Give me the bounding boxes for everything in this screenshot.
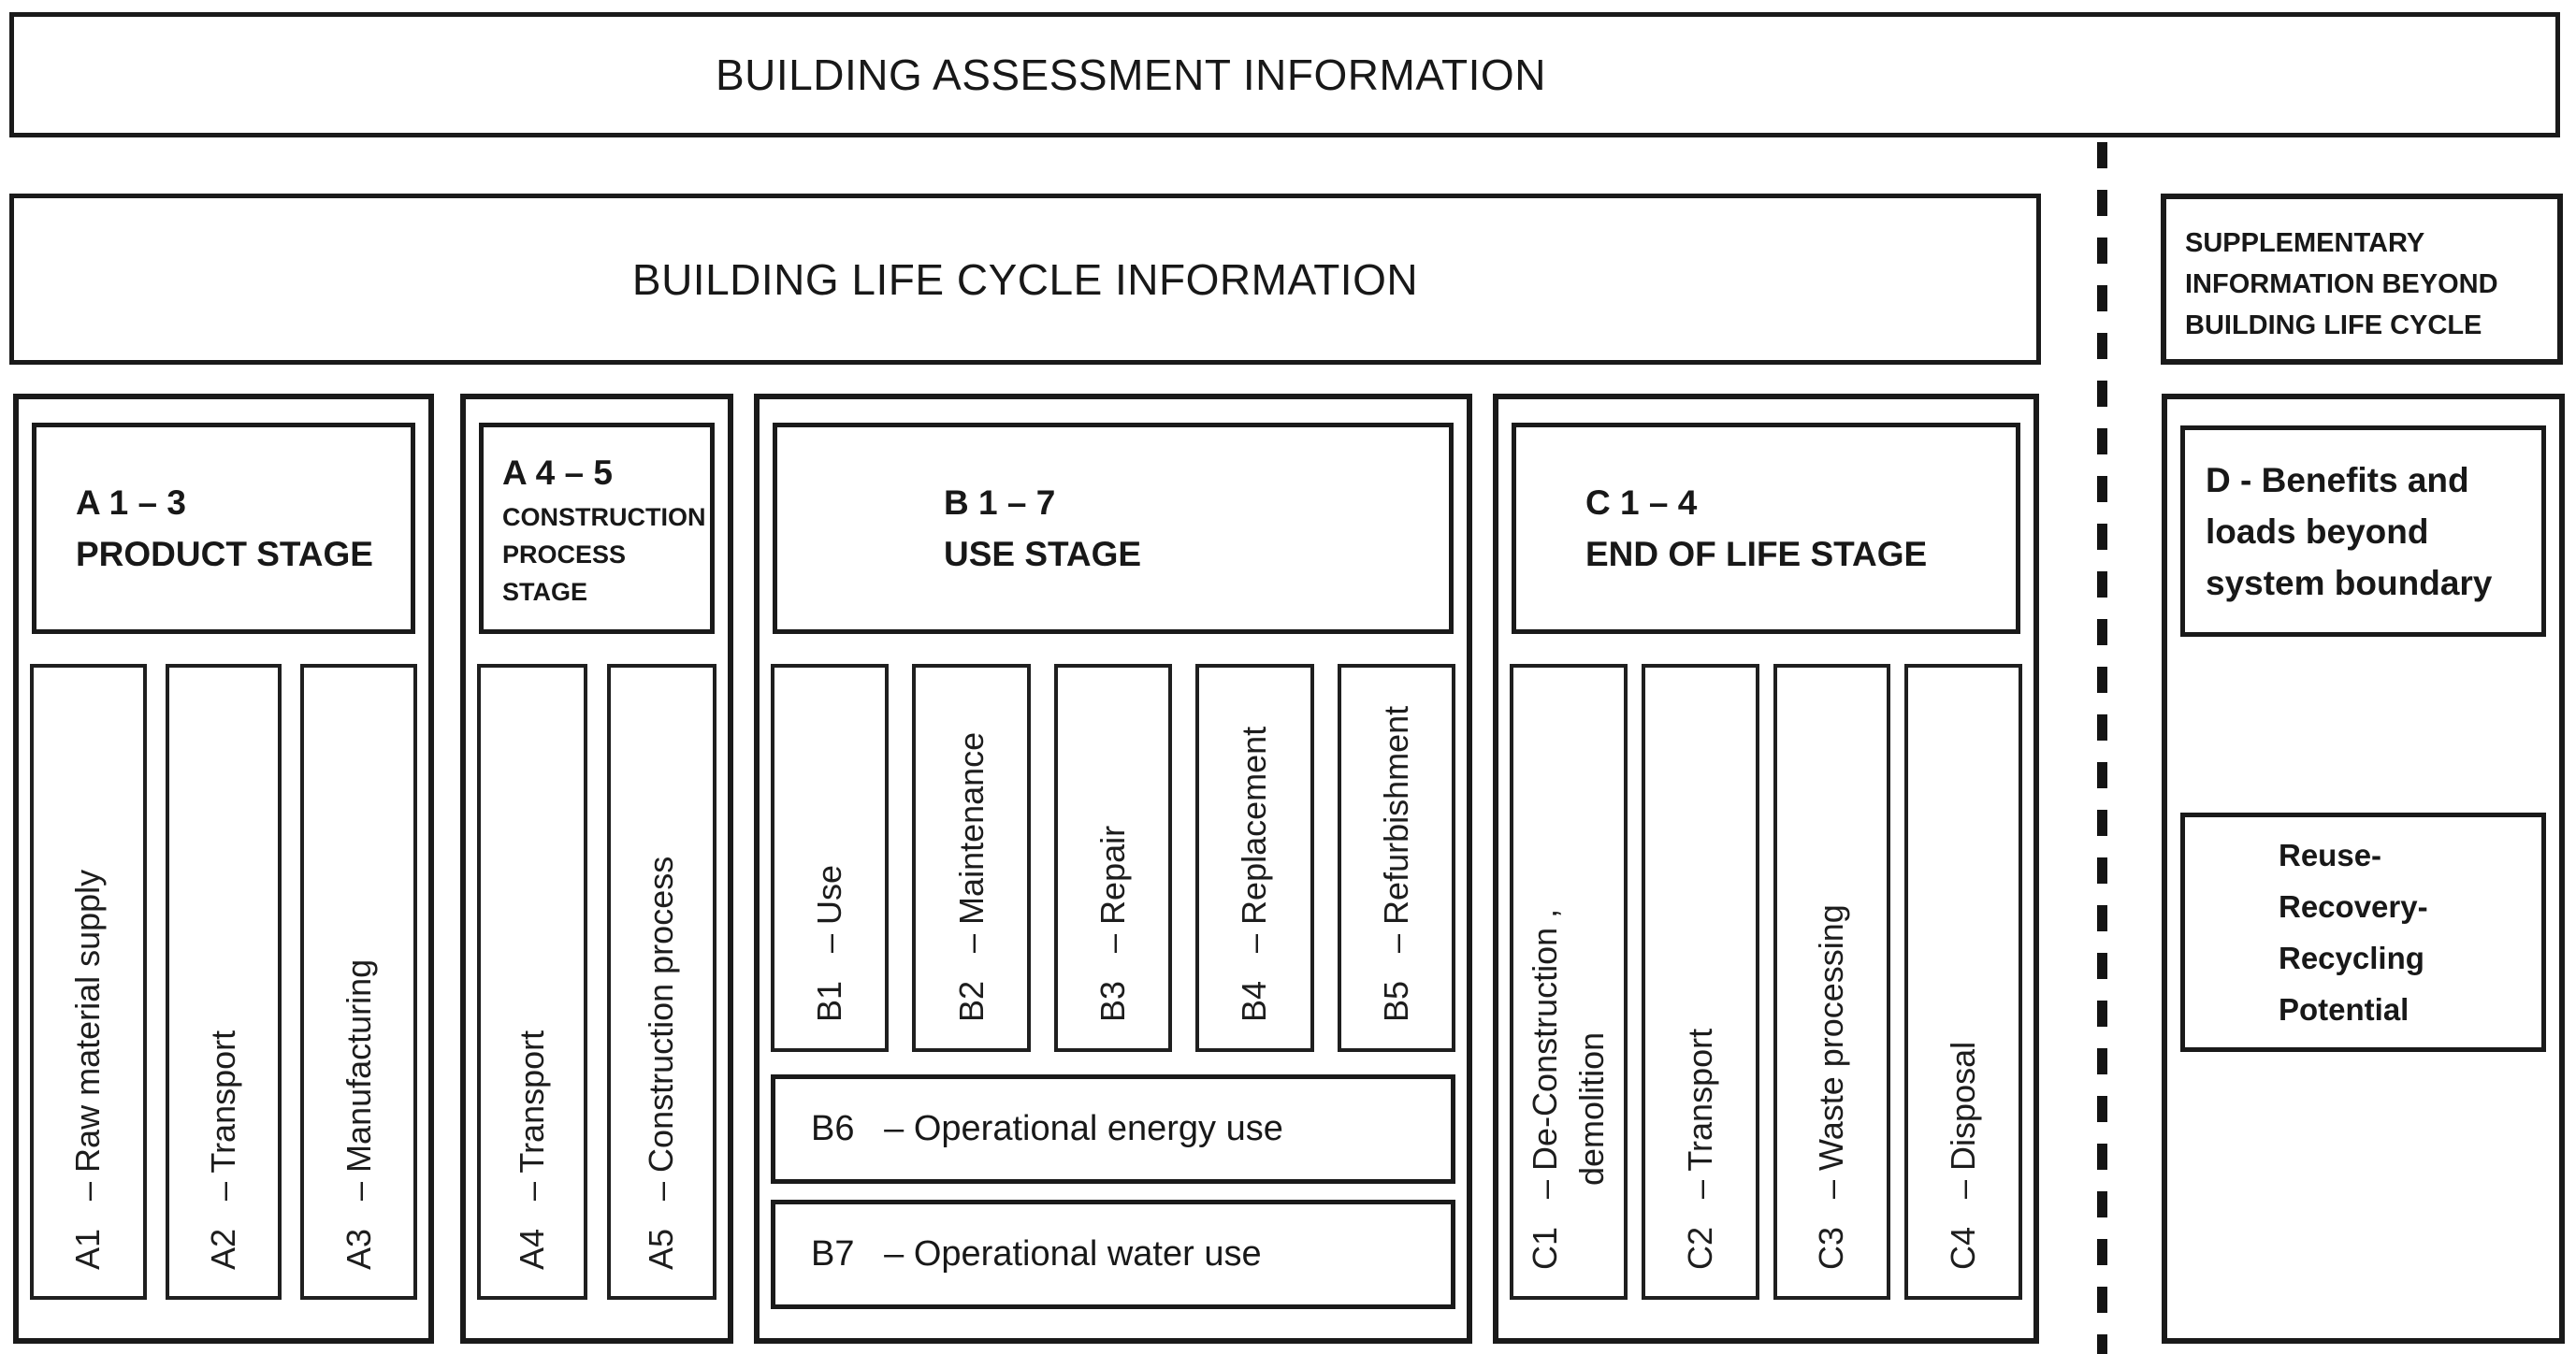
module-a5: A5 – Construction process [606, 664, 716, 1300]
stage-benefits-d-header: D - Benefits and loads beyond system bou… [2180, 425, 2546, 637]
stage-end-of-life-header: C 1 – 4 END OF LIFE STAGE [1512, 423, 2020, 634]
stage-use-header: B 1 – 7 USE STAGE [773, 423, 1454, 634]
stage-benefits-d-title: D - Benefits and loads beyond system bou… [2206, 460, 2493, 602]
module-b6-row: B6 – Operational energy use [771, 1074, 1455, 1184]
module-c1-label: C1 – De-Construction , demolition [1525, 908, 1611, 1270]
module-a5-label: A5 – Construction process [642, 856, 681, 1270]
stage-construction-process: A 4 – 5 CONSTRUCTION PROCESS STAGE A4 – … [460, 394, 733, 1344]
reuse-recovery-recycling-label: Reuse- Recovery- Recycling Potential [2279, 838, 2428, 1027]
stage-use-modules: B1 – Use B2 – Maintenance B3 – Repair B4… [771, 664, 1456, 1052]
module-c4-label: C4 – Disposal [1944, 1041, 1983, 1270]
building-life-cycle-banner: BUILDING LIFE CYCLE INFORMATION [9, 194, 2041, 365]
module-a1-label: A1 – Raw material supply [68, 869, 108, 1270]
module-c3: C3 – Waste processing [1773, 664, 1891, 1300]
stage-construction-process-header: A 4 – 5 CONSTRUCTION PROCESS STAGE [479, 423, 715, 634]
stage-product: A 1 – 3 PRODUCT STAGE A1 – Raw material … [13, 394, 434, 1344]
module-c2-label: C2 – Transport [1680, 1028, 1719, 1270]
module-a2: A2 – Transport [165, 664, 282, 1300]
stage-end-of-life-code: C 1 – 4 [1585, 483, 1698, 522]
building-assessment-title: BUILDING ASSESSMENT INFORMATION [716, 50, 1546, 99]
module-c1: C1 – De-Construction , demolition [1510, 664, 1628, 1300]
module-b4-label: B4 – Replacement [1235, 726, 1274, 1022]
module-b7-label: B7 – Operational water use [811, 1234, 1262, 1274]
module-b5: B5 – Refurbishment [1337, 664, 1456, 1052]
module-c3-label: C3 – Waste processing [1812, 904, 1851, 1270]
module-b6-label: B6 – Operational energy use [811, 1109, 1283, 1148]
supplementary-info-note: SUPPLEMENTARY INFORMATION BEYOND BUILDIN… [2161, 194, 2563, 365]
module-b1: B1 – Use [771, 664, 890, 1052]
stage-product-code: A 1 – 3 [76, 483, 186, 522]
stage-product-header: A 1 – 3 PRODUCT STAGE [32, 423, 415, 634]
stage-construction-process-code: A 4 – 5 [502, 453, 613, 492]
module-b1-label: B1 – Use [810, 864, 849, 1022]
module-a3: A3 – Manufacturing [300, 664, 418, 1300]
stage-product-name: PRODUCT STAGE [76, 535, 373, 573]
module-c4: C4 – Disposal [1904, 664, 2022, 1300]
stage-product-modules: A1 – Raw material supply A2 – Transport … [30, 664, 418, 1300]
reuse-recovery-recycling-box: Reuse- Recovery- Recycling Potential [2180, 813, 2546, 1052]
module-b3-label: B3 – Repair [1093, 825, 1133, 1022]
module-b2: B2 – Maintenance [912, 664, 1031, 1052]
stage-end-of-life-modules: C1 – De-Construction , demolition C2 – T… [1510, 664, 2022, 1300]
stage-end-of-life-name: END OF LIFE STAGE [1585, 535, 1928, 573]
module-c2: C2 – Transport [1641, 664, 1759, 1300]
building-life-cycle-title: BUILDING LIFE CYCLE INFORMATION [631, 254, 1419, 304]
stage-construction-process-name: CONSTRUCTION PROCESS STAGE [502, 502, 706, 606]
module-a2-label: A2 – Transport [204, 1030, 242, 1270]
module-a3-label: A3 – Manufacturing [339, 958, 378, 1270]
module-b4: B4 – Replacement [1195, 664, 1314, 1052]
module-a4-label: A4 – Transport [512, 1030, 551, 1270]
module-a4: A4 – Transport [477, 664, 587, 1300]
stage-use-name: USE STAGE [944, 535, 1142, 573]
stage-benefits-d: D - Benefits and loads beyond system bou… [2162, 394, 2565, 1344]
building-assessment-banner: BUILDING ASSESSMENT INFORMATION [9, 12, 2560, 137]
stage-use: B 1 – 7 USE STAGE B1 – Use B2 – Maintena… [754, 394, 1472, 1344]
system-boundary-dashed-line [2097, 142, 2107, 1354]
module-b2-label: B2 – Maintenance [951, 731, 991, 1022]
stage-end-of-life: C 1 – 4 END OF LIFE STAGE C1 – De-Constr… [1493, 394, 2039, 1344]
module-b5-label: B5 – Refurbishment [1376, 705, 1415, 1022]
module-a1: A1 – Raw material supply [30, 664, 147, 1300]
module-b3: B3 – Repair [1053, 664, 1173, 1052]
stage-use-code: B 1 – 7 [944, 483, 1056, 522]
module-b7-row: B7 – Operational water use [771, 1200, 1455, 1309]
stage-construction-process-modules: A4 – Transport A5 – Construction process [477, 664, 716, 1300]
